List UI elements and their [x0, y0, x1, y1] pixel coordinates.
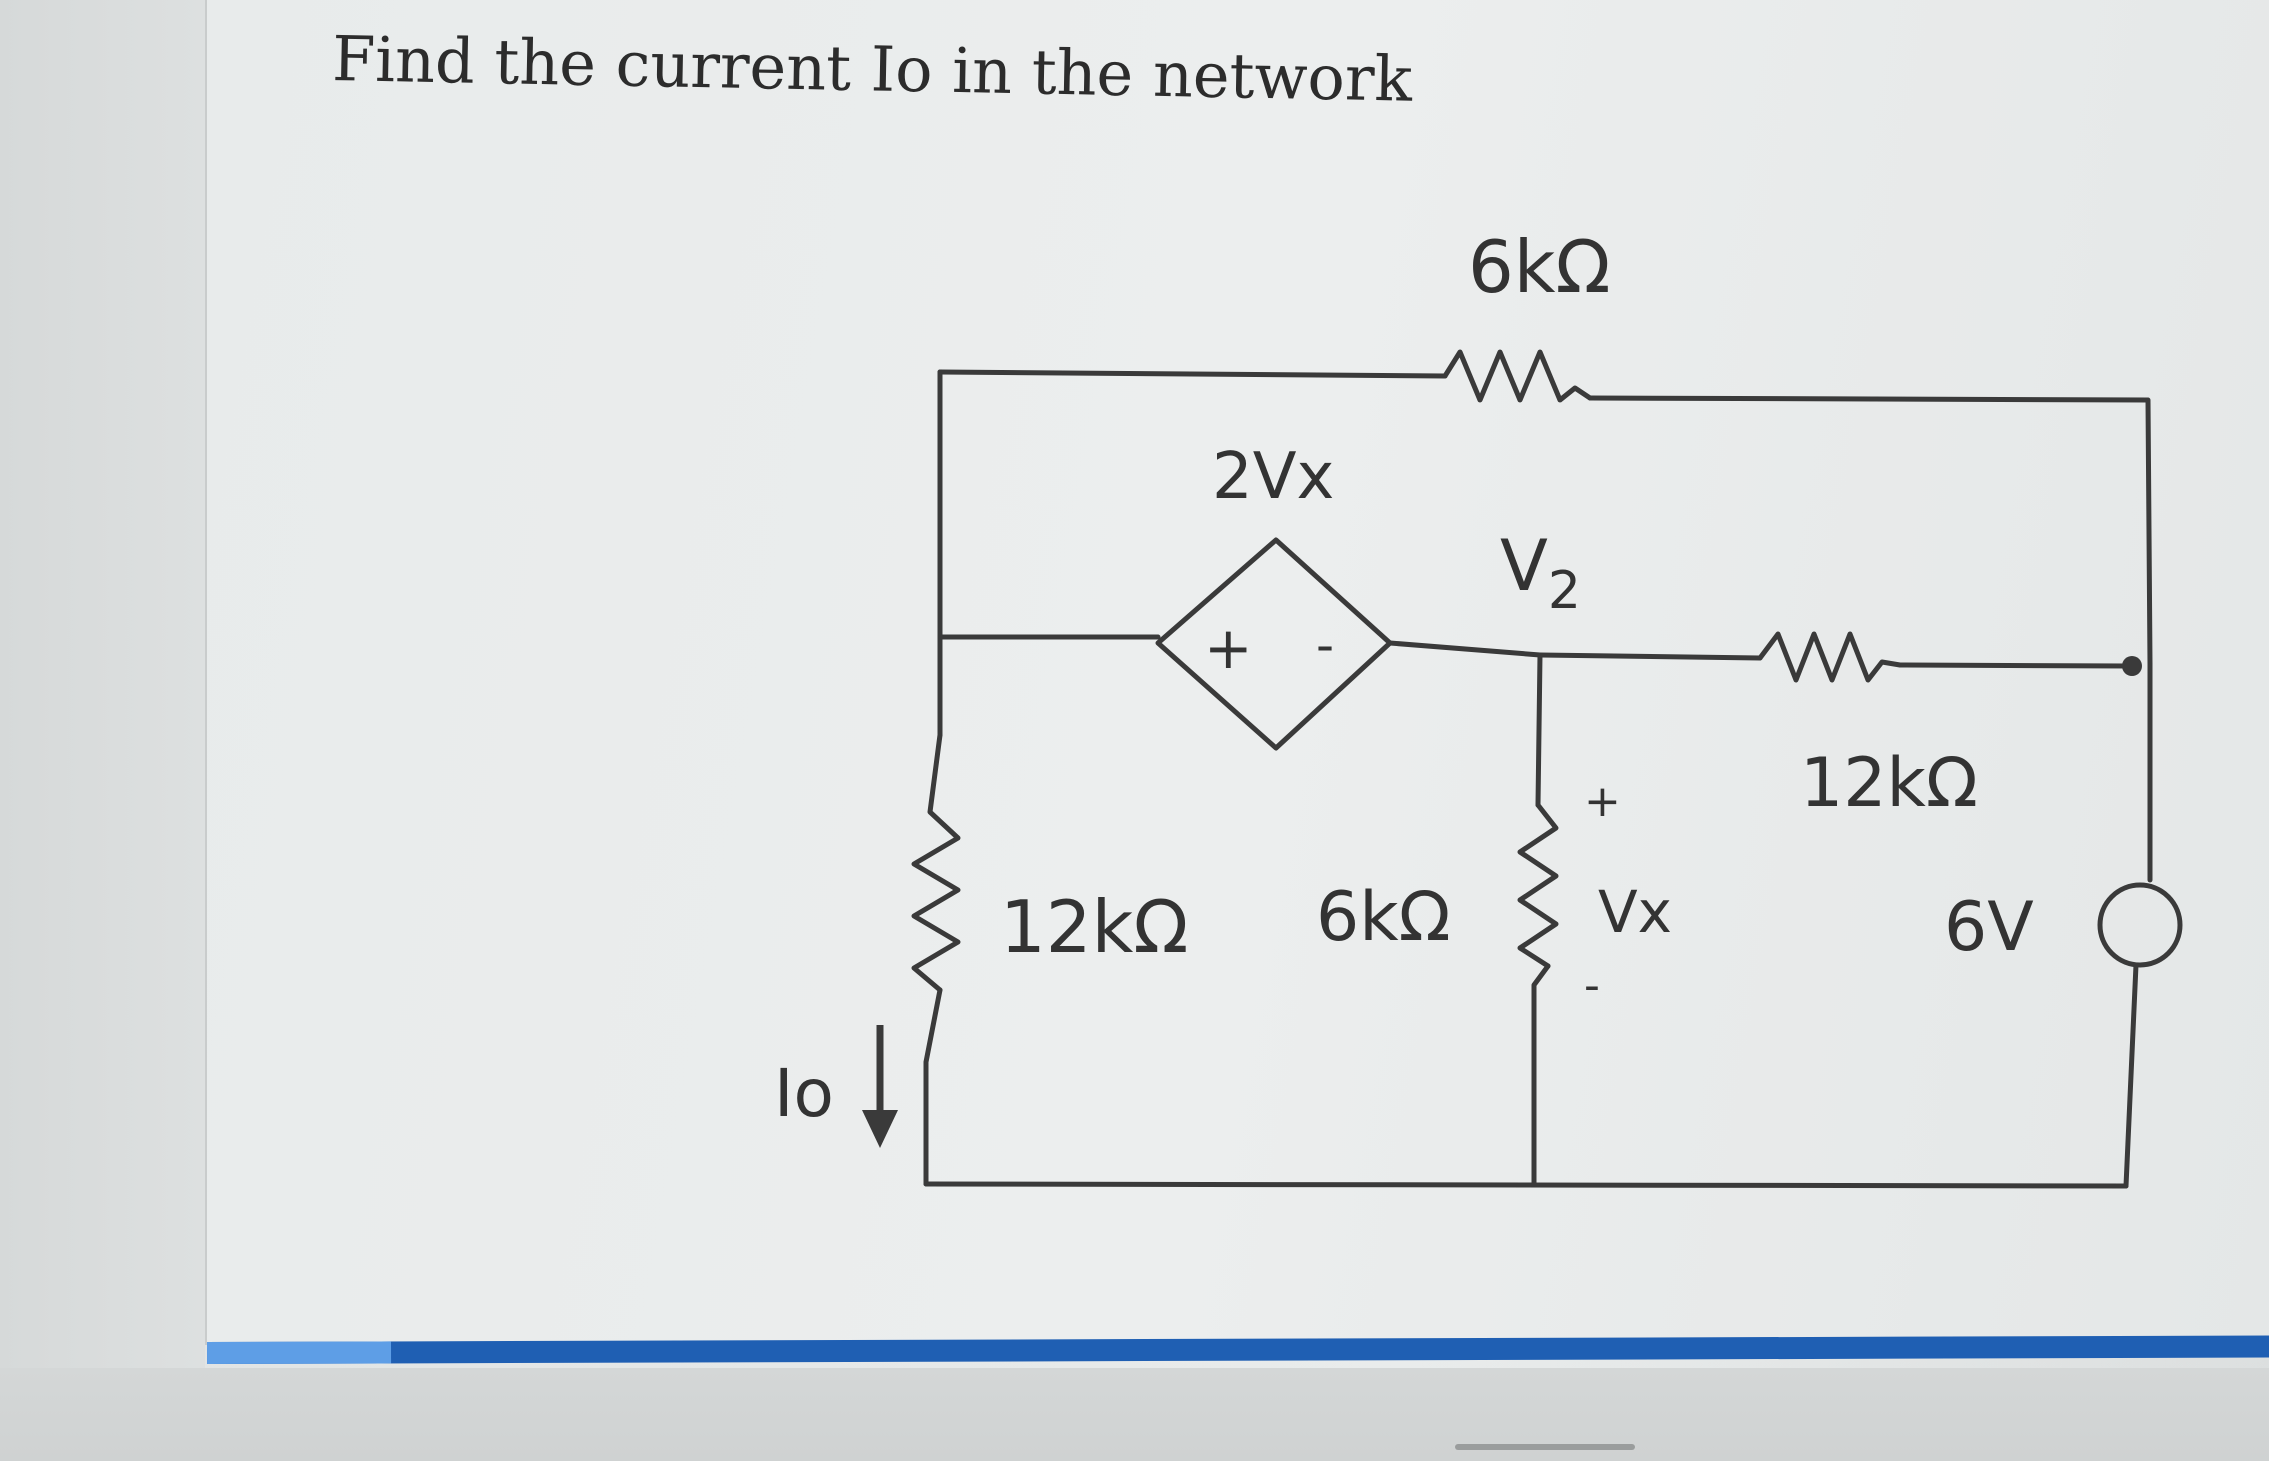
label-middle-resistor: 6kΩ	[1316, 878, 1451, 957]
left-gutter	[0, 0, 205, 1461]
label-top-resistor: 6kΩ	[1468, 225, 1611, 309]
resistor-right-12k	[1757, 631, 1903, 683]
label-left-resistor: 12kΩ	[1000, 885, 1188, 969]
label-voltage-source: 6V	[1944, 888, 2034, 967]
label-dependent-source: 2Vx	[1212, 440, 1334, 514]
wire-top-left	[937, 369, 1448, 379]
resistor-left-12k	[911, 732, 961, 993]
content-panel	[205, 0, 2269, 1345]
label-node-subscript: 2	[1548, 561, 1581, 621]
wire-mid-right	[1537, 652, 1763, 661]
label-right-resistor: 12kΩ	[1800, 744, 1978, 823]
scroll-handle[interactable]	[1455, 1444, 1635, 1450]
wire-right-mid	[1897, 662, 2131, 669]
label-node-voltage: V2	[1500, 525, 1581, 621]
resistor-middle-6k	[1517, 802, 1559, 969]
wire-mid-center	[1387, 640, 1543, 658]
resistor-top-6k	[1442, 349, 1593, 403]
label-vx-plus: +	[1584, 776, 1621, 827]
lower-strip	[0, 1368, 2269, 1461]
label-source-plus: +	[1204, 614, 1253, 682]
wire-right-bottom	[2123, 962, 2139, 1189]
label-vx: Vx	[1598, 878, 1672, 946]
current-arrow-head	[862, 1110, 898, 1148]
progress-bar-fill	[207, 1341, 391, 1364]
voltage-source-circle	[2097, 882, 2183, 968]
wire-bottom	[923, 1181, 2129, 1189]
label-source-minus: -	[1316, 616, 1334, 674]
dependent-source-diamond	[1155, 537, 1393, 751]
wire-center-upper	[1535, 652, 1543, 808]
wire-left-lower	[923, 987, 943, 1187]
wire-center-lower	[1531, 963, 1551, 1187]
label-vx-minus: -	[1584, 960, 1600, 1011]
label-current-io: Io	[774, 1055, 834, 1132]
node-dot-right	[2122, 656, 2142, 676]
wire-top-right	[1587, 395, 2153, 667]
